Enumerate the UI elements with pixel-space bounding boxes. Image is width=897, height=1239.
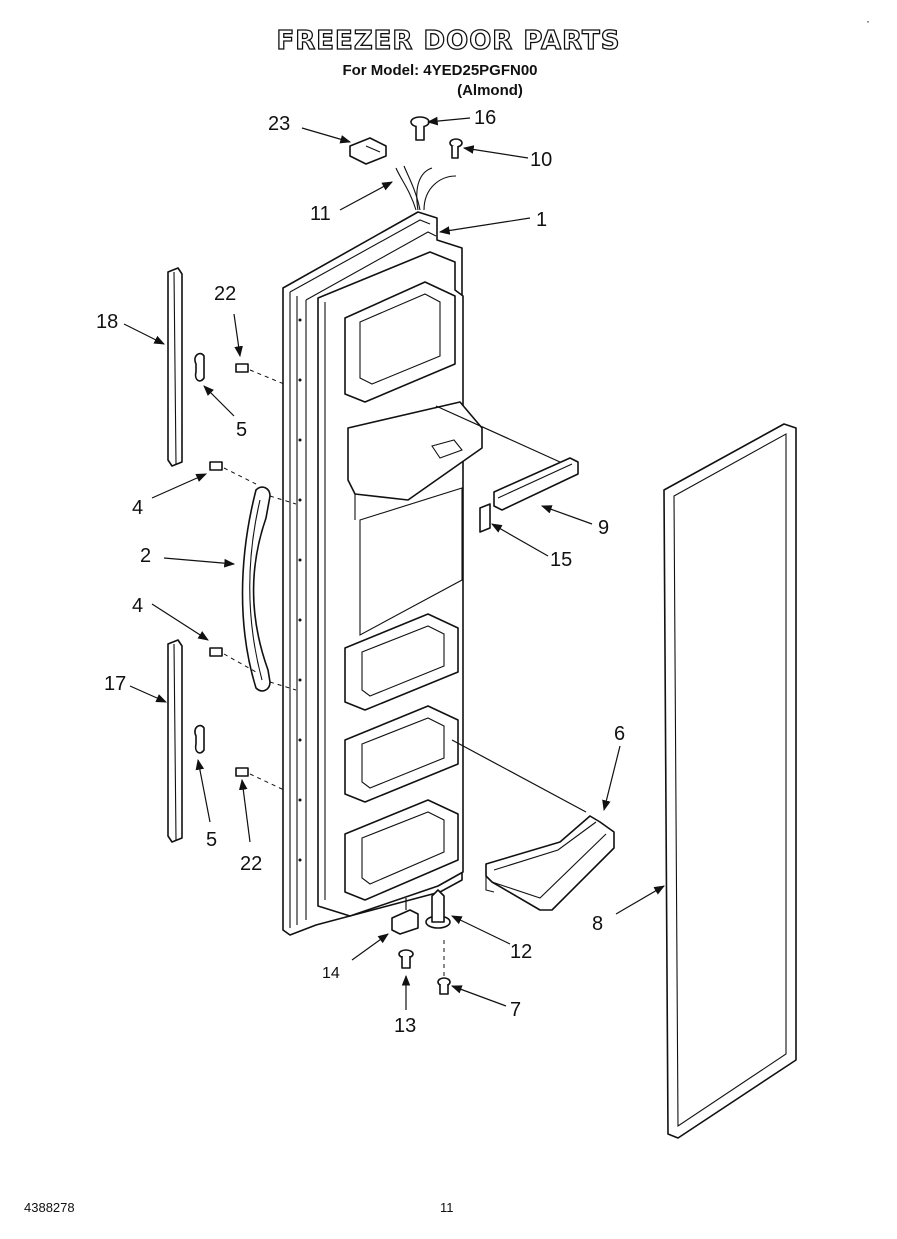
clip-5-bottom (194, 724, 205, 754)
color-line: (Almond) (457, 82, 523, 99)
corner-mark: · (866, 14, 870, 28)
callout-17: 17 (104, 673, 126, 695)
screw-22-top (235, 363, 285, 385)
hinge-14 (391, 898, 419, 935)
callout-18: 18 (96, 311, 118, 333)
wire-harness (395, 165, 457, 211)
door-panel (282, 211, 483, 936)
leader-arrows (123, 116, 665, 1010)
page-number: 11 (440, 1200, 454, 1215)
callout-13: 13 (394, 1015, 416, 1037)
page-title: FREEZER DOOR PARTS (276, 25, 621, 56)
callout-14: 14 (322, 965, 340, 982)
screw-4-top (209, 461, 257, 485)
callout-11: 11 (310, 203, 331, 225)
connector-23 (349, 137, 387, 165)
callout-10: 10 (530, 149, 552, 171)
clip-5-top (194, 352, 205, 382)
callout-4-bottom: 4 (132, 595, 143, 617)
screw-22-bottom (235, 767, 285, 791)
model-line: For Model: 4YED25PGFN00 (342, 62, 538, 79)
callout-6: 6 (614, 723, 625, 745)
callout-4-top: 4 (132, 497, 143, 519)
hinge-pin-12 (425, 889, 451, 929)
dispenser-bar-9 (435, 405, 579, 511)
callout-12: 12 (510, 941, 532, 963)
callout-23: 23 (268, 113, 290, 135)
callout-2: 2 (140, 545, 151, 567)
callout-22-top: 22 (214, 283, 236, 305)
screw-13 (398, 949, 414, 969)
callout-16: 16 (474, 107, 496, 129)
callout-1: 1 (536, 209, 547, 231)
callout-15: 15 (550, 549, 572, 571)
screw-10 (449, 138, 463, 159)
door-gasket-8 (663, 423, 797, 1139)
screw-7 (437, 940, 451, 995)
callout-9: 9 (598, 517, 609, 539)
callout-8: 8 (592, 913, 603, 935)
callout-7: 7 (510, 999, 521, 1021)
clip-15 (479, 503, 491, 533)
callout-22-bottom: 22 (240, 853, 262, 875)
screw-16 (410, 116, 430, 141)
door-bin-6 (451, 739, 615, 911)
screw-4-bottom (209, 647, 257, 673)
callout-5-top: 5 (236, 419, 247, 441)
callout-5-bottom: 5 (206, 829, 217, 851)
document-number: 4388278 (24, 1200, 75, 1215)
